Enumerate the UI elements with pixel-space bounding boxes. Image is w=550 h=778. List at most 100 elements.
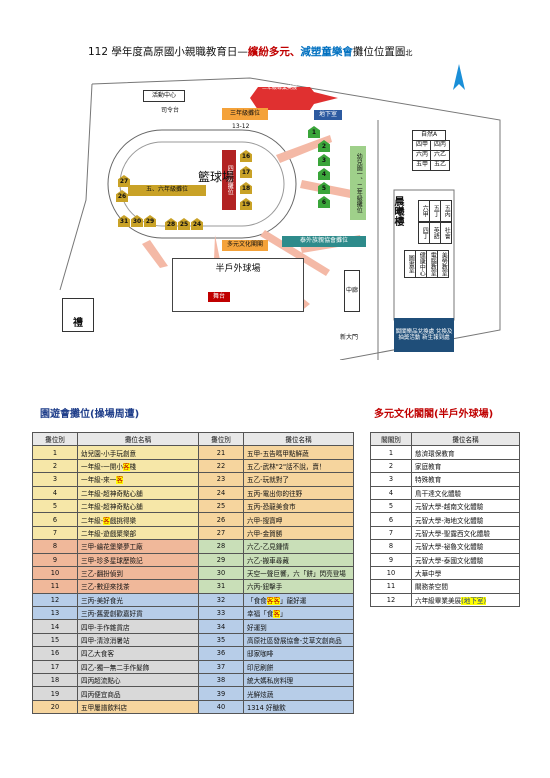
booth-number: 21 — [198, 445, 244, 460]
community-booth-label: 泰外族親協會攤位 — [282, 236, 366, 247]
booth-name: 幸福「食客」 — [243, 606, 354, 621]
room-5a: 五甲 — [412, 160, 432, 171]
booth-name: 六乙-搬車尋藏 — [243, 552, 354, 567]
grade56-booth-label: 五、六年級攤位 — [128, 185, 206, 196]
multicultural-label: 多元文化閣閣 — [222, 240, 268, 251]
pavilion-name: 元智大學-海地文化體驗 — [411, 512, 520, 527]
room-social: 社會 — [440, 222, 452, 244]
booth-marker: 24 — [191, 218, 203, 230]
booth-marker: 17 — [240, 166, 252, 178]
booth-marker: 1 — [308, 126, 320, 138]
booth-number: 40 — [198, 699, 244, 715]
booth-number: 22 — [198, 458, 244, 474]
booth-name: 四乙-獨一無二手作髮飾 — [77, 659, 199, 675]
booth-table-header: 攤位別 攤位名稱 攤位別 攤位名稱 — [32, 431, 354, 447]
pavilion-name: 元智大學-泰國文化體驗 — [411, 552, 520, 567]
booth-name: 幼兒園-小手玩創意 — [77, 445, 199, 460]
booth-name: 五乙-玩就對了 — [243, 472, 354, 487]
booth-name: 四甲-清涼消暑站 — [77, 632, 199, 648]
booth-marker: 4 — [318, 168, 330, 180]
booth-marker: 6 — [318, 196, 330, 208]
north-arrow-icon — [453, 64, 465, 90]
booth-number: 5 — [32, 498, 78, 514]
pavilion-number: 4 — [370, 485, 412, 500]
half-court-label: 半戶外球場 — [215, 264, 261, 274]
booth-name: 五丙-恐龍美食市 — [243, 498, 354, 514]
booth-marker: 25 — [178, 218, 190, 230]
culture-table-header: 閣閣別 攤位名稱 — [370, 431, 520, 447]
pavilion-name: 元智大學-聖露西文化體驗 — [411, 525, 520, 541]
booth-marker: 28 — [165, 218, 177, 230]
morning-building: 晨曦樓 — [392, 196, 403, 226]
title-part2: 減塑童樂會 — [300, 46, 353, 58]
booth-name: 五甲屢譜飲料店 — [77, 699, 199, 715]
booth-name: 四乙大食客 — [77, 646, 199, 661]
booth-name: 好運到 — [243, 619, 354, 634]
basement-label: 地下室 — [314, 110, 342, 120]
booth-name: 統大媽私房料理 — [243, 673, 354, 688]
booth-number: 19 — [32, 686, 78, 701]
podium: 司令台 — [155, 106, 185, 116]
booth-name: 二年級-超神奇點心舖 — [77, 498, 199, 514]
booth-number: 7 — [32, 525, 78, 541]
room-art: 美勞教室 — [437, 250, 449, 278]
ceremony-hall: 禮 — [62, 298, 94, 332]
pavilion-number: 2 — [370, 458, 412, 474]
pavilion-name: 家庭教育 — [411, 458, 520, 474]
booth-number: 31 — [198, 579, 244, 594]
booth-marker: 2 — [318, 140, 330, 152]
booth-number: 23 — [198, 472, 244, 487]
booth-number: 12 — [32, 592, 78, 608]
kindergarten-booth-label: 幼兒園一、二年級攤位 — [350, 146, 366, 220]
room-5c: 五丙 — [440, 200, 452, 222]
booth-number: 30 — [198, 565, 244, 581]
booth-name: 五丙-電出你的往野 — [243, 485, 354, 500]
booth-marker: 27 — [118, 175, 130, 187]
header-col1: 攤位別 — [32, 431, 78, 447]
booth-number: 32 — [198, 592, 244, 608]
booth-name: 六甲-金賀勝 — [243, 525, 354, 541]
booth-number: 26 — [198, 512, 244, 527]
booth-number: 36 — [198, 646, 244, 661]
booth-number: 15 — [32, 632, 78, 648]
booth-marker: 16 — [240, 150, 252, 162]
booth-number: 6 — [32, 512, 78, 527]
basketball-court: 籃球場 — [198, 170, 235, 184]
north-label: 北 — [405, 49, 413, 57]
pavilion-name: 元智大學-越南文化體驗 — [411, 498, 520, 514]
booth-name: 六甲-搜寶呷 — [243, 512, 354, 527]
grade3-booth-label: 三年級攤位 — [222, 108, 268, 120]
highlight-mark: 客 — [273, 596, 280, 605]
booth-name: 三甲-珍多星球歷險記 — [77, 552, 199, 567]
booth-marker: 26 — [116, 190, 128, 202]
booth-name: 天空一聲巨響，六「餅」閃亮登場 — [243, 565, 354, 581]
booth-number: 8 — [32, 539, 78, 554]
pavilion-name: 六年級畢業美展(地下室) — [411, 592, 520, 608]
pavilion-number: 3 — [370, 472, 412, 487]
campus-map: 二年級專業美展 活動中心 司令台 三年級攤位 13-12 地下室 四年級攤位 幼… — [0, 60, 550, 360]
grade2-exhibit-label: 二年級專業美展 — [262, 85, 298, 91]
room-5d: 五丁 — [429, 200, 441, 222]
booth-marker: 29 — [144, 215, 156, 227]
highlight-mark: 客 — [266, 596, 274, 605]
pavilion-number: 12 — [370, 592, 412, 608]
booth-number: 9 — [32, 552, 78, 567]
